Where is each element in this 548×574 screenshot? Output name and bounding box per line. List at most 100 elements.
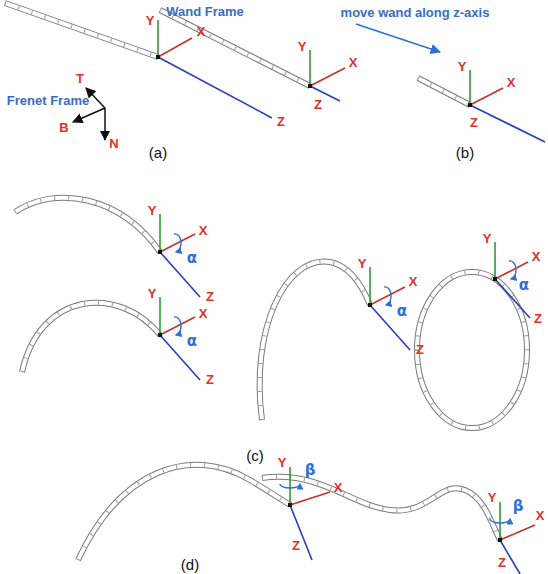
axis-label: N: [109, 137, 118, 150]
origin-dot: [368, 303, 372, 307]
angle-label: β: [305, 463, 316, 478]
axis-label: Y: [278, 456, 287, 469]
axis-label: X: [349, 56, 358, 69]
axis-label: X: [334, 481, 343, 494]
rotation-arc: [174, 317, 181, 335]
y-axis: [469, 70, 471, 105]
z-axis: [470, 105, 545, 142]
panel-label: (d): [181, 557, 199, 572]
wand-outline: [260, 262, 370, 420]
x-axis: [500, 525, 535, 540]
rotation-arc: [509, 261, 516, 279]
axis-label: Y: [148, 287, 157, 300]
axis-label: Z: [206, 290, 214, 303]
frame-title: Frenet Frame: [7, 94, 89, 107]
axis-label: X: [197, 25, 206, 38]
wand-outline: [5, 3, 158, 57]
y-axis: [494, 242, 496, 279]
axis-label: Y: [358, 257, 367, 270]
rotation-arc: [280, 484, 300, 488]
y-axis: [159, 214, 161, 252]
wand-outline: [160, 10, 310, 86]
origin-dot: [308, 84, 312, 88]
y-axis: [499, 502, 501, 540]
wand-segments: [160, 10, 310, 86]
axis-label: X: [536, 509, 545, 522]
axis-label: X: [409, 275, 418, 288]
angle-label: β: [513, 499, 524, 514]
origin-dot: [498, 538, 502, 542]
axis-label: X: [199, 224, 208, 237]
move-arrow: [356, 24, 440, 52]
axis-label: Z: [416, 343, 424, 356]
x-axis: [495, 262, 528, 279]
wand-outline: [418, 78, 470, 105]
y-axis: [369, 267, 371, 305]
wand-body: [15, 198, 160, 252]
wand-segments: [418, 78, 470, 105]
annotation: move wand along z-axis: [341, 6, 490, 19]
wand-segments: [5, 3, 158, 57]
wand-outline: [78, 465, 290, 560]
x-axis: [160, 317, 195, 335]
panel-label: (a): [149, 145, 167, 160]
wand-segments: [15, 198, 160, 252]
origin-dot: [288, 503, 292, 507]
rotation-arc: [490, 519, 510, 523]
axis-label: Y: [146, 14, 155, 27]
x-axis: [290, 492, 330, 505]
rotation-arc: [174, 234, 181, 252]
panel-label: (c): [246, 448, 264, 463]
axis-label: Z: [277, 115, 285, 128]
origin-dot: [493, 277, 497, 281]
axis-label: Z: [470, 116, 478, 129]
axis-label: Z: [314, 98, 322, 111]
axis-label: Z: [534, 312, 542, 325]
origin-dot: [158, 250, 162, 254]
angle-label: α: [519, 278, 529, 293]
axis-label: Y: [458, 60, 467, 73]
x-axis: [310, 68, 345, 86]
x-axis: [470, 88, 503, 105]
wand-body: [22, 303, 160, 372]
axis-label: Z: [498, 556, 506, 569]
z-axis: [290, 505, 312, 560]
angle-label: α: [187, 334, 197, 349]
x-axis: [158, 38, 192, 57]
axis-label: Y: [488, 491, 497, 504]
wand-body: [78, 465, 290, 560]
wand-outline: [22, 303, 160, 372]
rotation-arc: [384, 287, 391, 305]
axis-label: T: [76, 72, 84, 85]
wand-body: [262, 477, 500, 540]
wand-outline: [262, 477, 500, 540]
wand-segments: [262, 477, 500, 540]
y-axis: [157, 20, 159, 57]
wand-body: [5, 3, 158, 57]
frame-title: Wand Frame: [166, 5, 244, 18]
axis-label: X: [199, 307, 208, 320]
origin-dot: [156, 55, 160, 59]
wand-outline: [15, 198, 160, 252]
y-axis: [309, 50, 311, 86]
wand-frame-axes: [156, 20, 545, 574]
axis-label: X: [507, 76, 516, 89]
normal-arrow: [104, 108, 106, 140]
axis-label: Y: [483, 232, 492, 245]
wand-body: [260, 262, 370, 420]
x-axis: [370, 287, 405, 305]
axis-label: Z: [292, 539, 300, 552]
wand-body: [160, 10, 310, 86]
binormal-arrow: [73, 108, 105, 122]
z-axis: [158, 57, 272, 118]
angle-label: α: [397, 304, 407, 319]
wand-segments: [260, 262, 370, 420]
axis-label: Z: [206, 373, 214, 386]
axis-label: Y: [148, 204, 157, 217]
y-axis: [159, 297, 161, 335]
axis-label: X: [532, 250, 541, 263]
wand-body: [418, 78, 470, 105]
wand-segments: [78, 465, 290, 560]
